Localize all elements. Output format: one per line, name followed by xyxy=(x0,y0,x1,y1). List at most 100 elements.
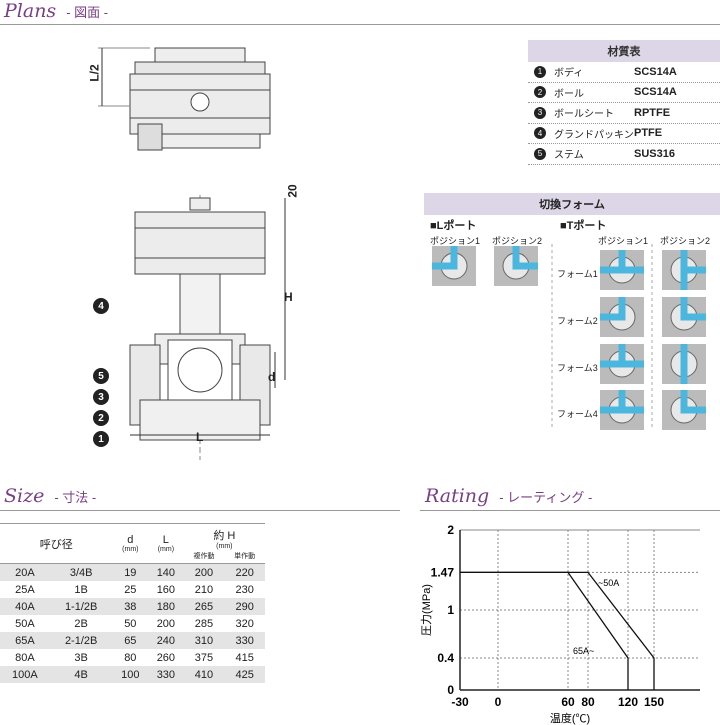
table-cell: 220 xyxy=(224,563,265,581)
dim-h: H xyxy=(284,290,293,304)
hdr-h: 約 H(mm) 複作動単作動 xyxy=(183,523,265,564)
hdr-nominal: 呼び径 xyxy=(0,523,113,564)
y-tick-label: 1.47 xyxy=(431,565,455,579)
table-cell: 1-1/2B xyxy=(49,598,113,615)
form-2-label: フォーム2 xyxy=(557,316,598,326)
table-cell: 80A xyxy=(15,651,35,664)
table-cell: 265 xyxy=(183,598,225,615)
rating-title-jp: - レーティング - xyxy=(499,490,593,505)
table-cell: 285 xyxy=(194,617,214,630)
table-cell: 180 xyxy=(148,598,184,615)
rating-title-en: Rating xyxy=(425,485,490,507)
l-port-pos2-diagram xyxy=(493,245,539,287)
x-tick-label: 80 xyxy=(581,695,595,709)
table-cell: 19 xyxy=(112,563,149,581)
table-cell: 210 xyxy=(194,583,214,596)
materials-header: 材質表 xyxy=(528,40,720,62)
series-line-1 xyxy=(460,571,629,690)
plans-title-jp: - 図面 - xyxy=(66,5,109,20)
table-cell: 410 xyxy=(183,666,225,683)
dim-d: d xyxy=(268,370,276,384)
switching-diagrams xyxy=(431,244,707,430)
form-3-label: フォーム3 xyxy=(557,363,598,373)
table-cell: 375 xyxy=(194,651,214,664)
valve-drawing xyxy=(98,47,286,460)
table-cell: 230 xyxy=(235,583,254,596)
y-tick-label: 1 xyxy=(447,603,454,617)
hdr-d: d(mm) xyxy=(112,523,149,564)
dim-20: 20 xyxy=(285,184,300,198)
table-cell: 240 xyxy=(148,632,184,649)
y-tick-label: 0.4 xyxy=(437,651,454,665)
table-cell: 415 xyxy=(235,651,254,664)
form-4-label: フォーム4 xyxy=(557,409,598,419)
table-cell: 3/4B xyxy=(49,563,113,581)
badge-3: 3 xyxy=(93,389,109,405)
plans-title-en: Plans xyxy=(4,0,57,22)
table-cell: 40A xyxy=(0,598,50,615)
table-cell: 425 xyxy=(224,666,265,683)
table-cell: 320 xyxy=(235,617,254,630)
t-form4-pos1 xyxy=(599,389,645,430)
badge-2: 2 xyxy=(93,410,109,426)
table-cell: 260 xyxy=(156,651,176,664)
table-cell: 25 xyxy=(124,583,137,596)
table-cell: 65 xyxy=(112,632,149,649)
badge-1: 1 xyxy=(93,431,109,447)
table-cell: 200 xyxy=(183,563,225,581)
t-form1-pos2 xyxy=(661,249,707,291)
l-port-pos1-diagram xyxy=(431,245,477,287)
l-pos1: ポジション1 xyxy=(430,236,481,246)
table-cell: 4B xyxy=(49,666,113,683)
size-divider xyxy=(0,510,400,511)
rating-divider xyxy=(420,510,720,511)
switching-header: 切換フォーム xyxy=(424,193,720,215)
t-pos2: ポジション2 xyxy=(660,236,711,246)
table-cell: 140 xyxy=(148,563,184,581)
table-cell: 1B xyxy=(74,583,88,596)
form-1-label: フォーム1 xyxy=(557,269,598,279)
t-form3-pos1 xyxy=(599,343,645,385)
plans-divider xyxy=(0,24,720,25)
table-cell: 50 xyxy=(124,617,137,630)
table-cell: 2-1/2B xyxy=(49,632,113,649)
x-tick-label: 150 xyxy=(644,695,664,709)
t-form1-pos1 xyxy=(599,249,645,291)
hdr-l: L(mm) xyxy=(148,523,184,564)
series-label-1: ~50A xyxy=(598,578,619,588)
table-cell: 100A xyxy=(0,666,50,683)
rating-section-title: Rating - レーティング - xyxy=(425,485,592,507)
x-tick-label: 120 xyxy=(618,695,638,709)
badge-4: 4 xyxy=(93,298,109,314)
table-cell: 100 xyxy=(112,666,149,683)
table-cell: 160 xyxy=(156,583,176,596)
table-cell: 65A xyxy=(0,632,50,649)
t-pos1: ポジション1 xyxy=(598,236,649,246)
l-pos2: ポジション2 xyxy=(492,236,543,246)
y-axis-label: 圧力(MPa) xyxy=(420,584,433,636)
badge-5: 5 xyxy=(93,368,109,384)
size-section-title: Size - 寸法 - xyxy=(4,485,96,507)
plans-section-title: Plans - 図面 - xyxy=(4,0,108,22)
dim-l-half: L/2 xyxy=(87,64,102,82)
table-cell: 200 xyxy=(156,617,176,630)
table-cell: 50A xyxy=(15,617,35,630)
series-label-2: 65A~ xyxy=(573,646,594,656)
x-tick-label: 60 xyxy=(561,695,575,709)
dim-l: L xyxy=(196,430,204,444)
size-title-en: Size xyxy=(4,485,45,507)
table-cell: 80 xyxy=(124,651,137,664)
